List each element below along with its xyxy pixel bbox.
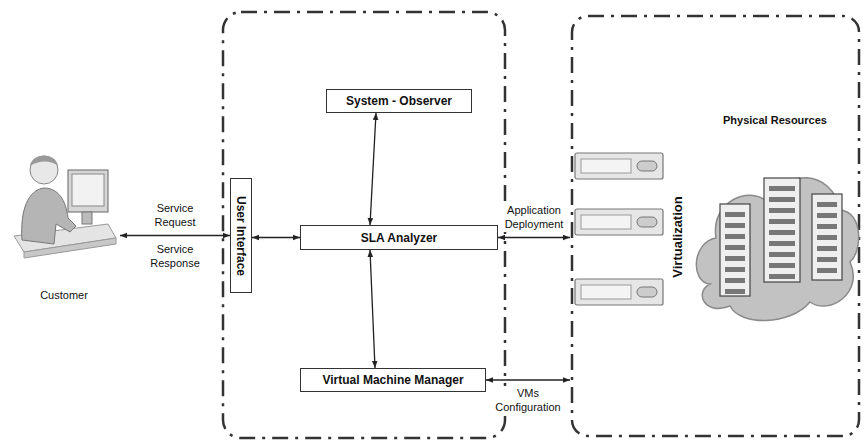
connector-arrow <box>498 237 570 238</box>
vertical-label: Virtualization <box>670 196 685 277</box>
shape-part <box>725 245 745 250</box>
shape-part <box>575 153 663 179</box>
connector-arrow <box>370 250 375 368</box>
shape-part <box>769 197 795 202</box>
shape-part <box>575 209 663 235</box>
shape-part <box>725 289 745 294</box>
shape-part <box>581 215 631 229</box>
virtualization-region: Virtualization Physical Resources <box>570 14 861 438</box>
connector-arrow <box>370 113 376 225</box>
box-label: SLA Analyzer <box>361 231 437 245</box>
shape-part <box>10 140 118 265</box>
process-box: System - Observer <box>326 89 472 113</box>
shape-part <box>817 257 837 262</box>
shape-part <box>581 285 631 299</box>
shape-part <box>817 268 837 273</box>
shape-part <box>725 223 745 228</box>
process-box: SLA Analyzer <box>300 225 498 250</box>
shape-part <box>637 287 657 297</box>
shape-part <box>812 194 842 280</box>
shape-part <box>575 153 663 179</box>
shape-part <box>817 202 837 207</box>
shape-part <box>72 174 104 206</box>
shape-part <box>769 263 795 268</box>
shape-part <box>817 246 837 251</box>
shape-part <box>769 219 795 224</box>
edge-note: Service Response <box>143 242 207 271</box>
server-icons <box>575 153 663 305</box>
shape-part <box>575 279 663 305</box>
shape-part <box>575 209 663 235</box>
shape-part <box>575 279 663 305</box>
shape-part <box>725 234 745 239</box>
edge-label: Application Deployment <box>499 203 569 232</box>
shape-part <box>817 213 837 218</box>
connector-arrow <box>486 379 570 380</box>
vertical-label: User Interface <box>234 195 248 275</box>
shape-part <box>637 161 657 171</box>
shape-part <box>817 224 837 229</box>
shape-part <box>581 159 631 173</box>
shape-part <box>68 170 108 212</box>
shape-part <box>30 156 58 167</box>
shape-part <box>725 278 745 283</box>
box-label: System - Observer <box>346 94 452 108</box>
shape-part <box>720 204 750 296</box>
shape-part <box>690 134 860 334</box>
shape-part <box>725 212 745 217</box>
customer-figure: Customer <box>8 140 120 301</box>
cloud-label: Physical Resources <box>690 114 860 126</box>
shape-part <box>30 156 58 184</box>
shape-part <box>769 208 795 213</box>
shape-part <box>769 274 795 279</box>
shape-part <box>690 134 860 338</box>
shape-part <box>82 212 92 224</box>
shape-part <box>637 217 657 227</box>
edge-label: Service Request <box>143 201 207 230</box>
process-box: Virtual Machine Manager <box>300 368 486 392</box>
edge-label: VMs Configuration <box>493 386 563 415</box>
shape-part <box>769 230 795 235</box>
shape-part <box>696 178 858 321</box>
connector-arrow <box>252 237 300 238</box>
shape-part <box>22 188 76 244</box>
shape-part <box>764 178 800 282</box>
shape-part <box>725 267 745 272</box>
box-label: Virtual Machine Manager <box>322 373 463 387</box>
management-region <box>223 12 505 438</box>
figure-label: Customer <box>8 289 120 301</box>
shape-part <box>725 256 745 261</box>
shape-part <box>817 235 837 240</box>
shape-part <box>769 252 795 257</box>
shape-part <box>572 16 859 436</box>
shape-part <box>769 241 795 246</box>
interface-box: User Interface <box>230 178 252 293</box>
shape-part <box>769 186 795 191</box>
connector-arrow <box>120 235 230 236</box>
resource-cloud: Physical Resources <box>690 114 860 338</box>
